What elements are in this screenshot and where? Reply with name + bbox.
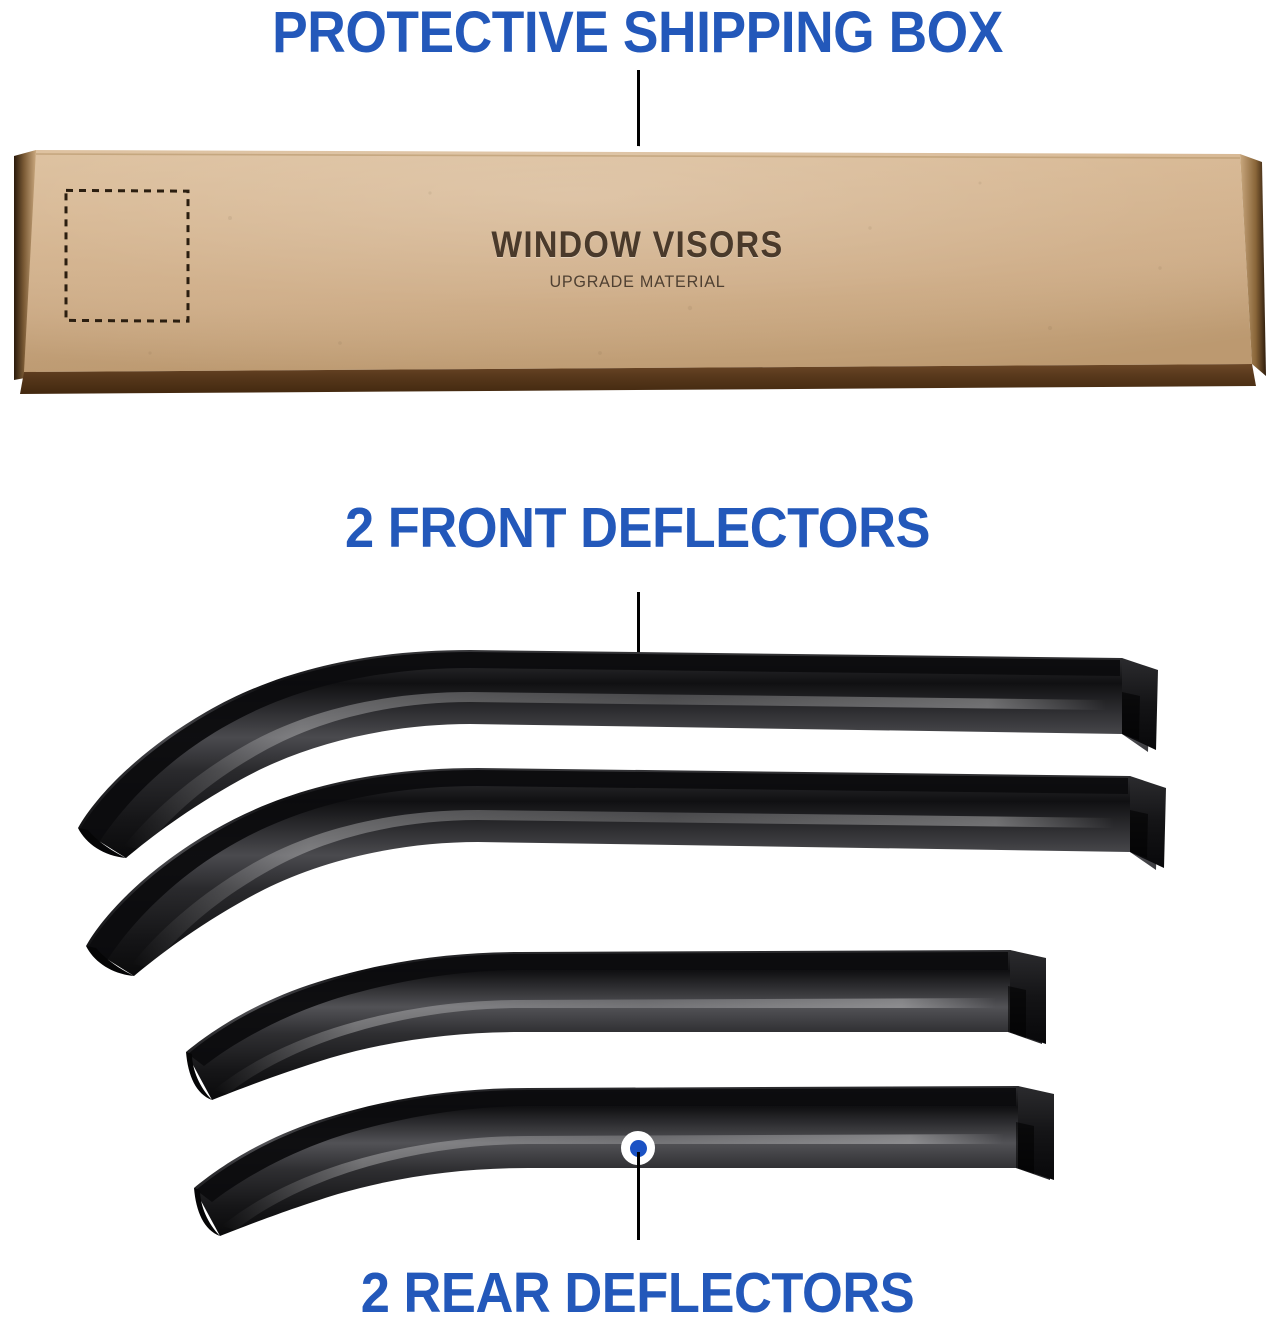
shipping-box-image	[0, 128, 1275, 398]
front-deflector-1-highlight	[124, 692, 1106, 850]
rear-deflector-2-tip	[194, 1188, 220, 1236]
front-deflector-1	[78, 650, 1158, 858]
front-deflector-2-rim	[88, 770, 1128, 962]
rear-deflector-2-body	[194, 1086, 1050, 1236]
rear-deflector-1-tab-notch	[1008, 986, 1026, 1038]
heading-rear-deflectors: 2 REAR DEFLECTORS	[360, 1261, 915, 1321]
front-deflector-2-tab-notch	[1130, 810, 1148, 858]
front-deflector-1-tip	[78, 828, 126, 858]
rear-deflector-1-rim	[188, 952, 1008, 1066]
front-deflector-2-tip	[86, 946, 134, 976]
rear-deflector-2-tab-notch	[1016, 1122, 1034, 1174]
deflectors-image	[0, 600, 1275, 1240]
rear-deflector-1	[186, 950, 1046, 1100]
box-front-edge	[20, 364, 1256, 394]
heading-front-deflectors: 2 FRONT DEFLECTORS	[344, 496, 931, 560]
callout-line-rear-deflector	[637, 1152, 640, 1240]
box-right-flap	[1240, 154, 1266, 376]
rear-deflector-1-highlight	[214, 998, 996, 1094]
box-texture	[148, 181, 1162, 355]
box-top-crease	[35, 153, 1241, 159]
rear-deflector-1-tip	[186, 1052, 212, 1100]
deflectors-svg	[78, 650, 1166, 1236]
heading-protective-shipping-box: PROTECTIVE SHIPPING BOX	[272, 0, 1003, 65]
box-top-face-sheen	[24, 150, 1252, 372]
rear-deflector-1-body	[186, 950, 1042, 1100]
shipping-box-svg	[14, 150, 1266, 394]
rear-deflector-2-rim	[196, 1088, 1016, 1202]
callout-line-front-deflector	[637, 592, 640, 674]
callout-line-shipping-box	[637, 70, 640, 158]
front-deflector-2	[86, 768, 1166, 976]
front-deflector-1-rim	[80, 652, 1120, 844]
front-deflector-1-tab-notch	[1122, 692, 1140, 740]
rear-deflector-2	[194, 1086, 1054, 1236]
box-perforation-panel	[64, 188, 190, 323]
front-deflector-2-highlight	[132, 810, 1114, 968]
rear-deflector-2-highlight	[222, 1134, 1004, 1230]
